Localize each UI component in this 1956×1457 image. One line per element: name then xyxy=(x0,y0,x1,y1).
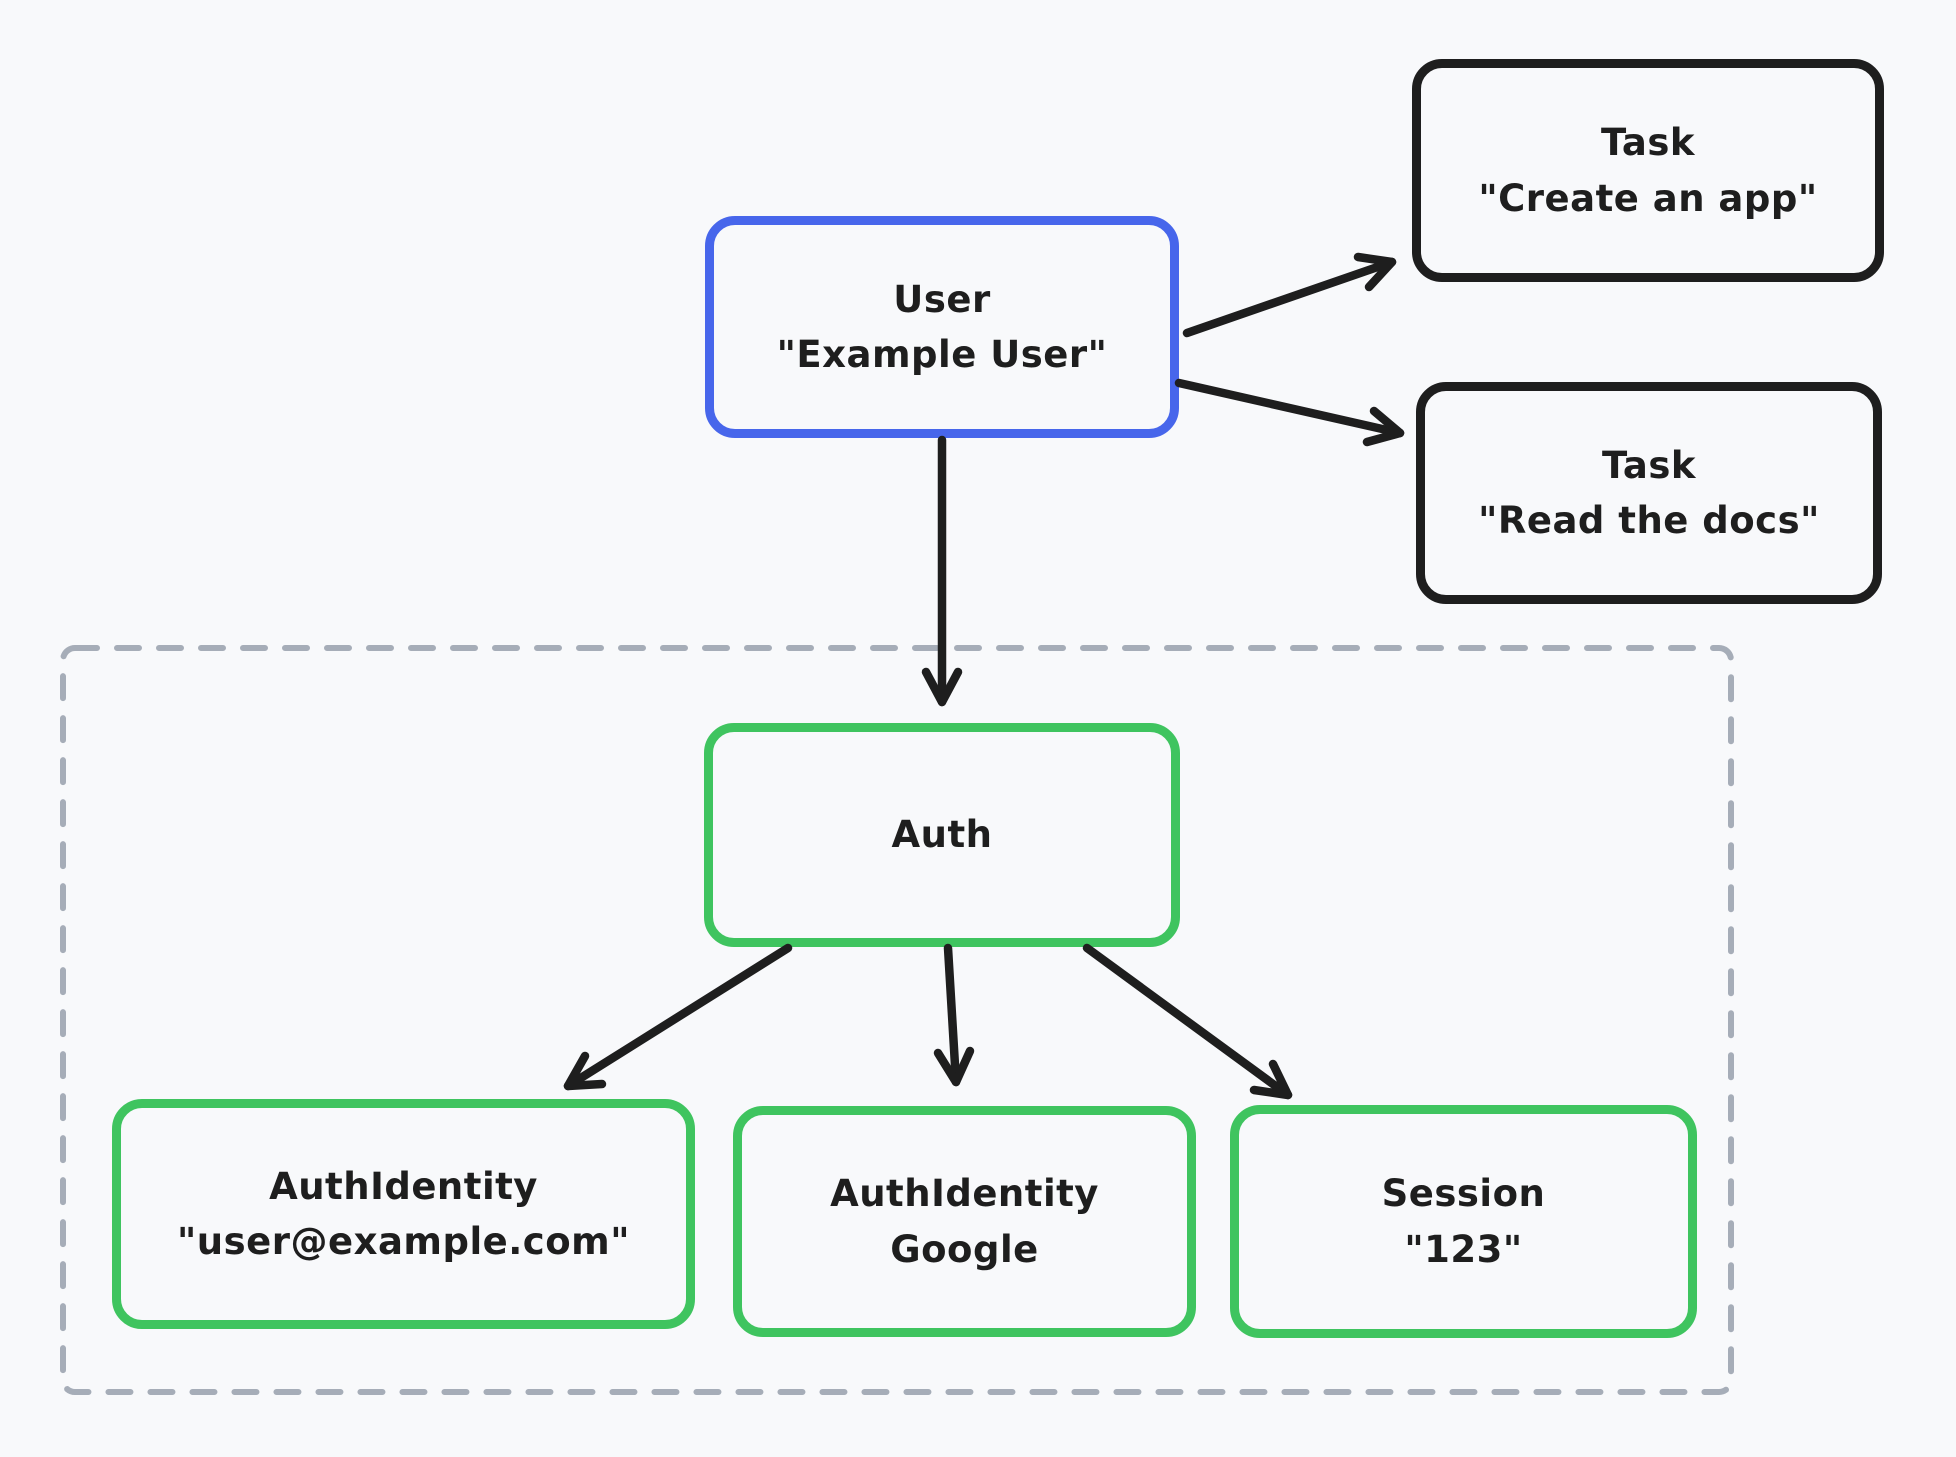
user-node-value: "Example User" xyxy=(776,333,1108,376)
auth-identity-google-node: AuthIdentity Google xyxy=(733,1106,1196,1337)
session-node: Session "123" xyxy=(1230,1105,1697,1338)
session-node-value: "123" xyxy=(1404,1227,1523,1271)
auth-identity-email-node: AuthIdentity "user@example.com" xyxy=(112,1099,695,1329)
auth-node-title: Auth xyxy=(891,813,993,857)
arrow-auth-to-session xyxy=(1082,943,1293,1100)
arrow-user-to-auth xyxy=(921,435,963,707)
arrow-user-to-task-create xyxy=(1182,252,1397,338)
task-create-node-value: "Create an app" xyxy=(1478,176,1818,220)
auth-identity-email-node-value: "user@example.com" xyxy=(177,1220,630,1263)
auth-node: Auth xyxy=(704,723,1180,947)
session-node-title: Session xyxy=(1381,1172,1546,1215)
auth-identity-email-node-title: AuthIdentity xyxy=(269,1164,538,1208)
task-read-node-value: "Read the docs" xyxy=(1478,499,1820,542)
user-node-title: User xyxy=(893,277,991,321)
arrow-auth-to-identity-email xyxy=(563,943,793,1091)
arrow-user-to-task-read xyxy=(1174,378,1405,447)
task-read-node: Task "Read the docs" xyxy=(1416,382,1882,604)
task-create-node-title: Task xyxy=(1600,121,1696,164)
task-create-node: Task "Create an app" xyxy=(1412,59,1884,282)
auth-identity-google-node-title: AuthIdentity xyxy=(830,1172,1099,1215)
arrow-auth-to-identity-google xyxy=(933,943,975,1087)
user-node: User "Example User" xyxy=(705,216,1179,438)
auth-identity-google-node-value: Google xyxy=(890,1227,1039,1271)
task-read-node-title: Task xyxy=(1601,443,1697,487)
